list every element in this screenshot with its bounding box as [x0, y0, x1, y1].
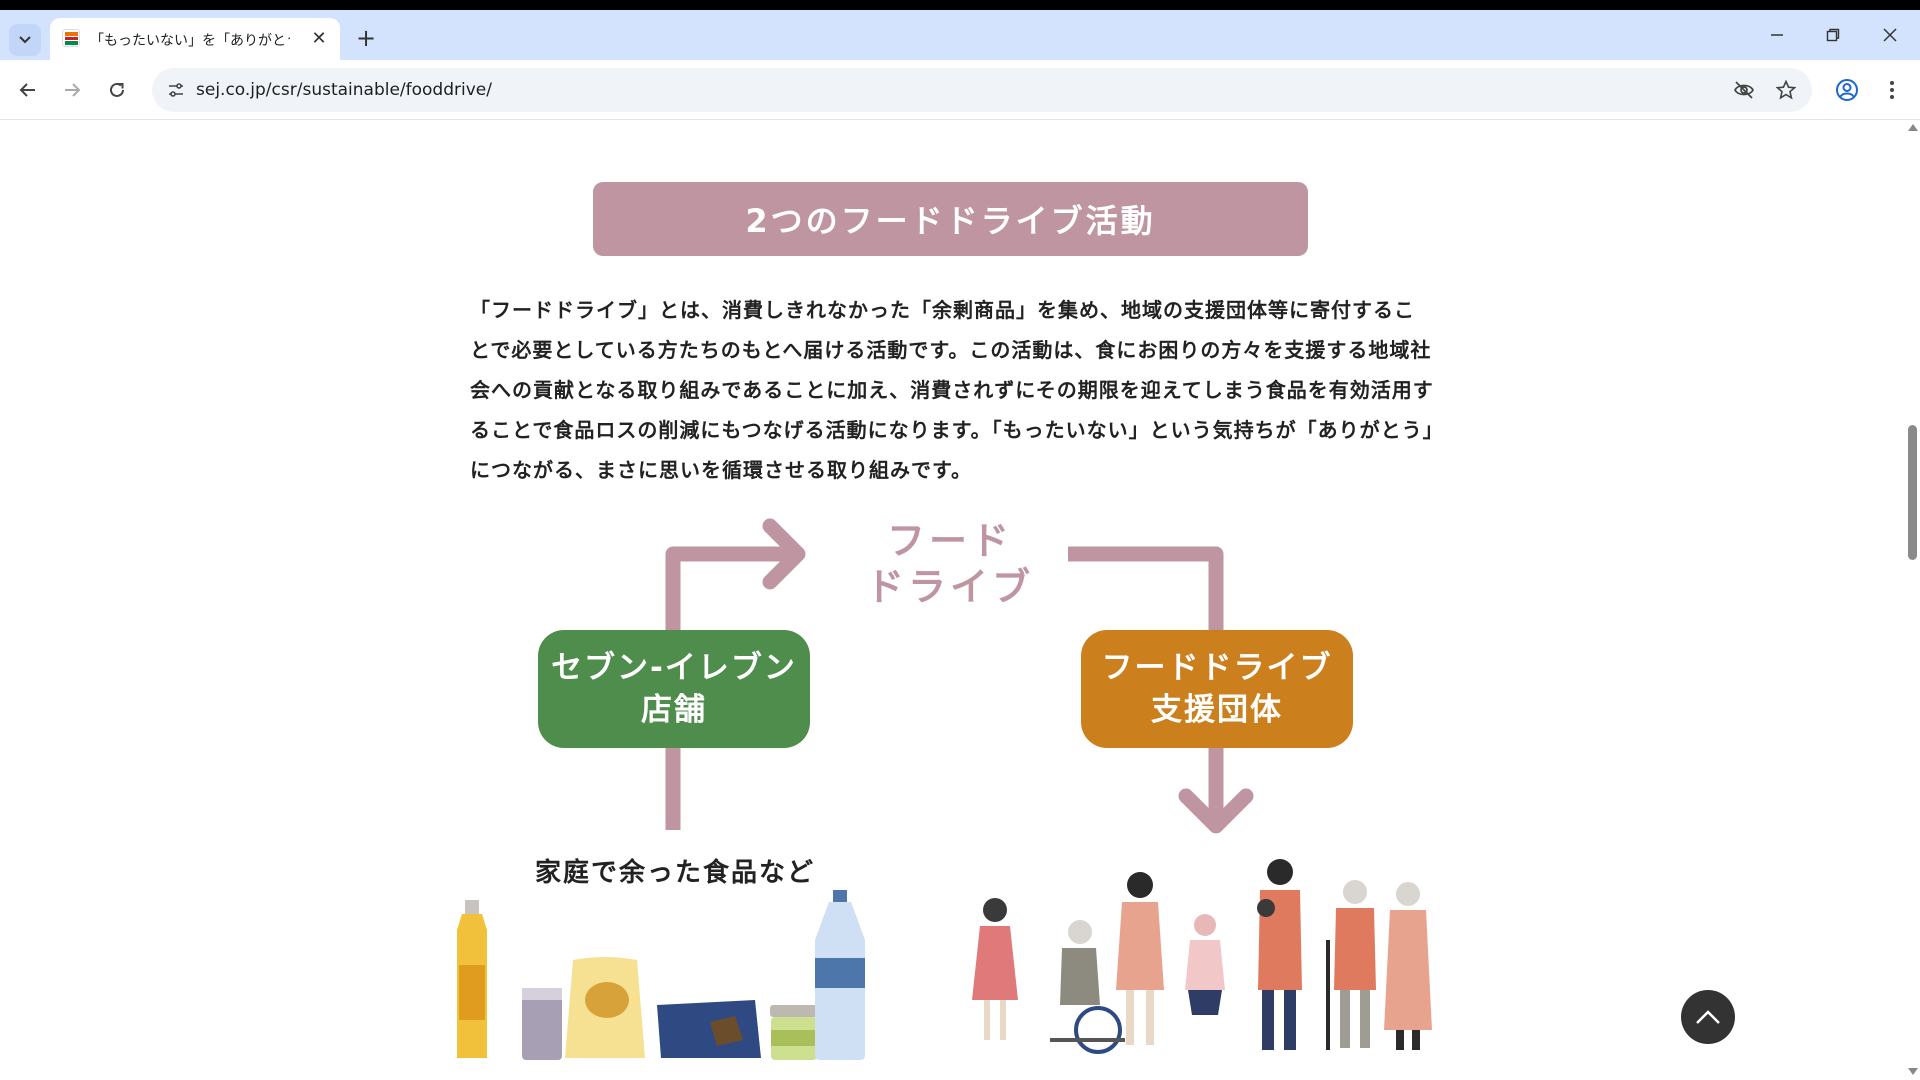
restore-icon — [1826, 28, 1840, 42]
people-illustration — [972, 859, 1432, 1054]
browser-window: 「もったいない」を「ありがとう」に｜セブン‐イレブン ✕ + sej.co — [0, 10, 1920, 1080]
tab-strip: 「もったいない」を「ありがとう」に｜セブン‐イレブン ✕ + — [0, 10, 1920, 60]
forward-button[interactable] — [56, 74, 88, 106]
close-icon[interactable]: ✕ — [311, 27, 327, 49]
arrowhead-down — [1178, 788, 1254, 834]
back-to-top-button[interactable] — [1681, 990, 1735, 1044]
chevron-up-icon — [1696, 1010, 1720, 1024]
site-info-icon — [169, 83, 183, 97]
profile-icon — [1836, 79, 1858, 101]
kebab-menu-icon — [1890, 81, 1894, 99]
back-button[interactable] — [12, 74, 44, 106]
star-icon — [1776, 80, 1796, 100]
food-caption: 家庭で余った食品など — [534, 858, 815, 888]
intro-paragraph: 「フードドライブ」とは、消費しきれなかった「余剰商品」を集め、地域の支援団体等に… — [470, 298, 1434, 482]
browser-toolbar: sej.co.jp/csr/sustainable/fooddrive/ — [0, 60, 1920, 120]
site-info-button[interactable] — [164, 78, 188, 102]
profile-button[interactable] — [1833, 76, 1861, 104]
back-arrow-icon — [19, 83, 35, 97]
scroll-thumb[interactable] — [1908, 425, 1917, 560]
page-viewport: 2つのフードドライブ活動 「フードドライブ」とは、消費しきれなかった「余剰商品」… — [0, 120, 1905, 1080]
bookmark-star-button[interactable] — [1774, 78, 1798, 102]
vertical-scrollbar[interactable] — [1905, 120, 1920, 1080]
food-items-illustration — [457, 890, 865, 1060]
forward-arrow-icon — [65, 83, 81, 97]
arrow-store-to-top — [665, 546, 790, 632]
close-icon — [1883, 28, 1897, 42]
tab-search-button[interactable] — [9, 24, 41, 56]
chevron-down-icon — [19, 36, 31, 44]
arrow-top-to-org — [1068, 546, 1224, 632]
reload-icon — [110, 82, 124, 97]
tracking-protection-button[interactable] — [1732, 78, 1756, 102]
url-text: sej.co.jp/csr/sustainable/fooddrive/ — [196, 80, 492, 100]
minimize-icon — [1771, 34, 1783, 36]
restore-button[interactable] — [1813, 20, 1853, 50]
favicon — [62, 29, 80, 47]
support-organization-box: フードドライブ 支援団体 — [1081, 630, 1353, 748]
window-close-button[interactable] — [1870, 20, 1910, 50]
fooddrive-flow-label: フード ドライブ — [865, 519, 1034, 609]
address-bar[interactable]: sej.co.jp/csr/sustainable/fooddrive/ — [152, 68, 1812, 112]
reload-button[interactable] — [101, 74, 133, 106]
scroll-down-arrow[interactable] — [1908, 1068, 1918, 1075]
scroll-up-arrow[interactable] — [1908, 124, 1918, 131]
arrowhead-right — [762, 518, 806, 590]
new-tab-button[interactable]: + — [355, 24, 377, 52]
browser-tab-active[interactable]: 「もったいない」を「ありがとう」に｜セブン‐イレブン ✕ — [50, 18, 340, 60]
section-heading: 2つのフードドライブ活動 — [593, 182, 1308, 256]
flow-arrows-diagram — [665, 518, 1254, 834]
seven-eleven-store-box: セブン-イレブン 店舗 — [538, 630, 810, 748]
tab-title: 「もったいない」を「ありがとう」に｜セブン‐イレブン — [90, 33, 290, 49]
eye-off-icon — [1734, 81, 1754, 99]
minimize-button[interactable] — [1757, 20, 1797, 50]
browser-menu-button[interactable] — [1878, 76, 1906, 104]
